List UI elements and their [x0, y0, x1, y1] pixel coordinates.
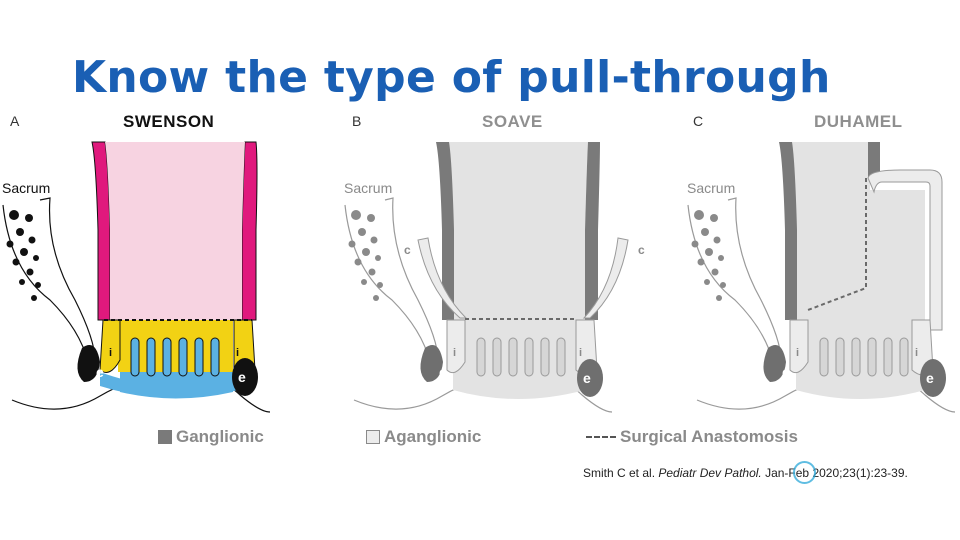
citation: Smith C et al. Pediatr Dev Pathol. Jan-F… [583, 466, 908, 480]
panel-c-letter: C [693, 113, 704, 129]
swenson-left-external-sphincter [77, 345, 100, 382]
soave-colon-label-right: c [638, 243, 645, 257]
citation-details: Jan-Feb 2020;23(1):23-39. [761, 466, 908, 480]
swenson-sacrum-label: Sacrum [2, 180, 50, 196]
soave-sphincter-label-right: e [583, 370, 591, 386]
panel-a-letter: A [10, 113, 20, 129]
panel-a-title: SWENSON [123, 112, 215, 131]
legend-anastomosis-label: Surgical Anastomosis [620, 427, 798, 446]
soave-colon-label-left: c [404, 243, 411, 257]
duhamel-sacrum-label: Sacrum [687, 180, 735, 196]
soave-internal-left-label: i [453, 347, 456, 359]
citation-authors: Smith C et al. [583, 466, 659, 480]
duhamel-anastomosis-line [807, 178, 867, 311]
anastomosis-swatch [586, 436, 616, 438]
watermark-logo-icon [793, 461, 816, 484]
legend-anastomosis: Surgical Anastomosis [586, 427, 798, 447]
swenson-panel: Sacrum i i [2, 141, 271, 413]
panel-b-letter: B [352, 113, 362, 129]
slide-title: Know the type of pull-through [72, 52, 831, 103]
swenson-sacrum-outline [39, 197, 96, 361]
duhamel-panel: Sacrum i i e e [687, 142, 956, 413]
swenson-sphincter-label-right: e [238, 369, 246, 385]
duhamel-sphincter-label-right: e [926, 370, 934, 386]
duhamel-internal-left-label: i [796, 347, 799, 359]
aganglionic-swatch [366, 430, 380, 444]
ganglionic-swatch [158, 430, 172, 444]
soave-sacrum-label: Sacrum [344, 180, 392, 196]
swenson-sphincter-label: e [96, 364, 104, 380]
swenson-left-wall [91, 141, 111, 321]
swenson-right-external-sphincter [232, 358, 258, 396]
swenson-internal-left-label: i [109, 347, 112, 359]
swenson-internal-right-label: i [236, 347, 239, 359]
swenson-right-wall [241, 141, 258, 321]
duhamel-sphincter-label: e [782, 364, 790, 380]
soave-panel: Sacrum c c i i e e [344, 142, 645, 413]
legend-ganglionic: Ganglionic [158, 427, 264, 447]
swenson-sacrum-vertebrae [6, 210, 41, 301]
panel-c-title: DUHAMEL [814, 112, 903, 131]
legend-aganglionic: Aganglionic [366, 427, 481, 447]
duhamel-internal-right-label: i [915, 347, 918, 359]
soave-sphincter-label: e [439, 364, 447, 380]
legend-aganglionic-label: Aganglionic [384, 427, 482, 446]
legend-ganglionic-label: Ganglionic [176, 427, 264, 446]
panel-b-title: SOAVE [482, 112, 543, 131]
citation-journal: Pediatr Dev Pathol. [658, 466, 762, 480]
soave-internal-right-label: i [579, 347, 582, 359]
swenson-lumen [105, 142, 245, 320]
